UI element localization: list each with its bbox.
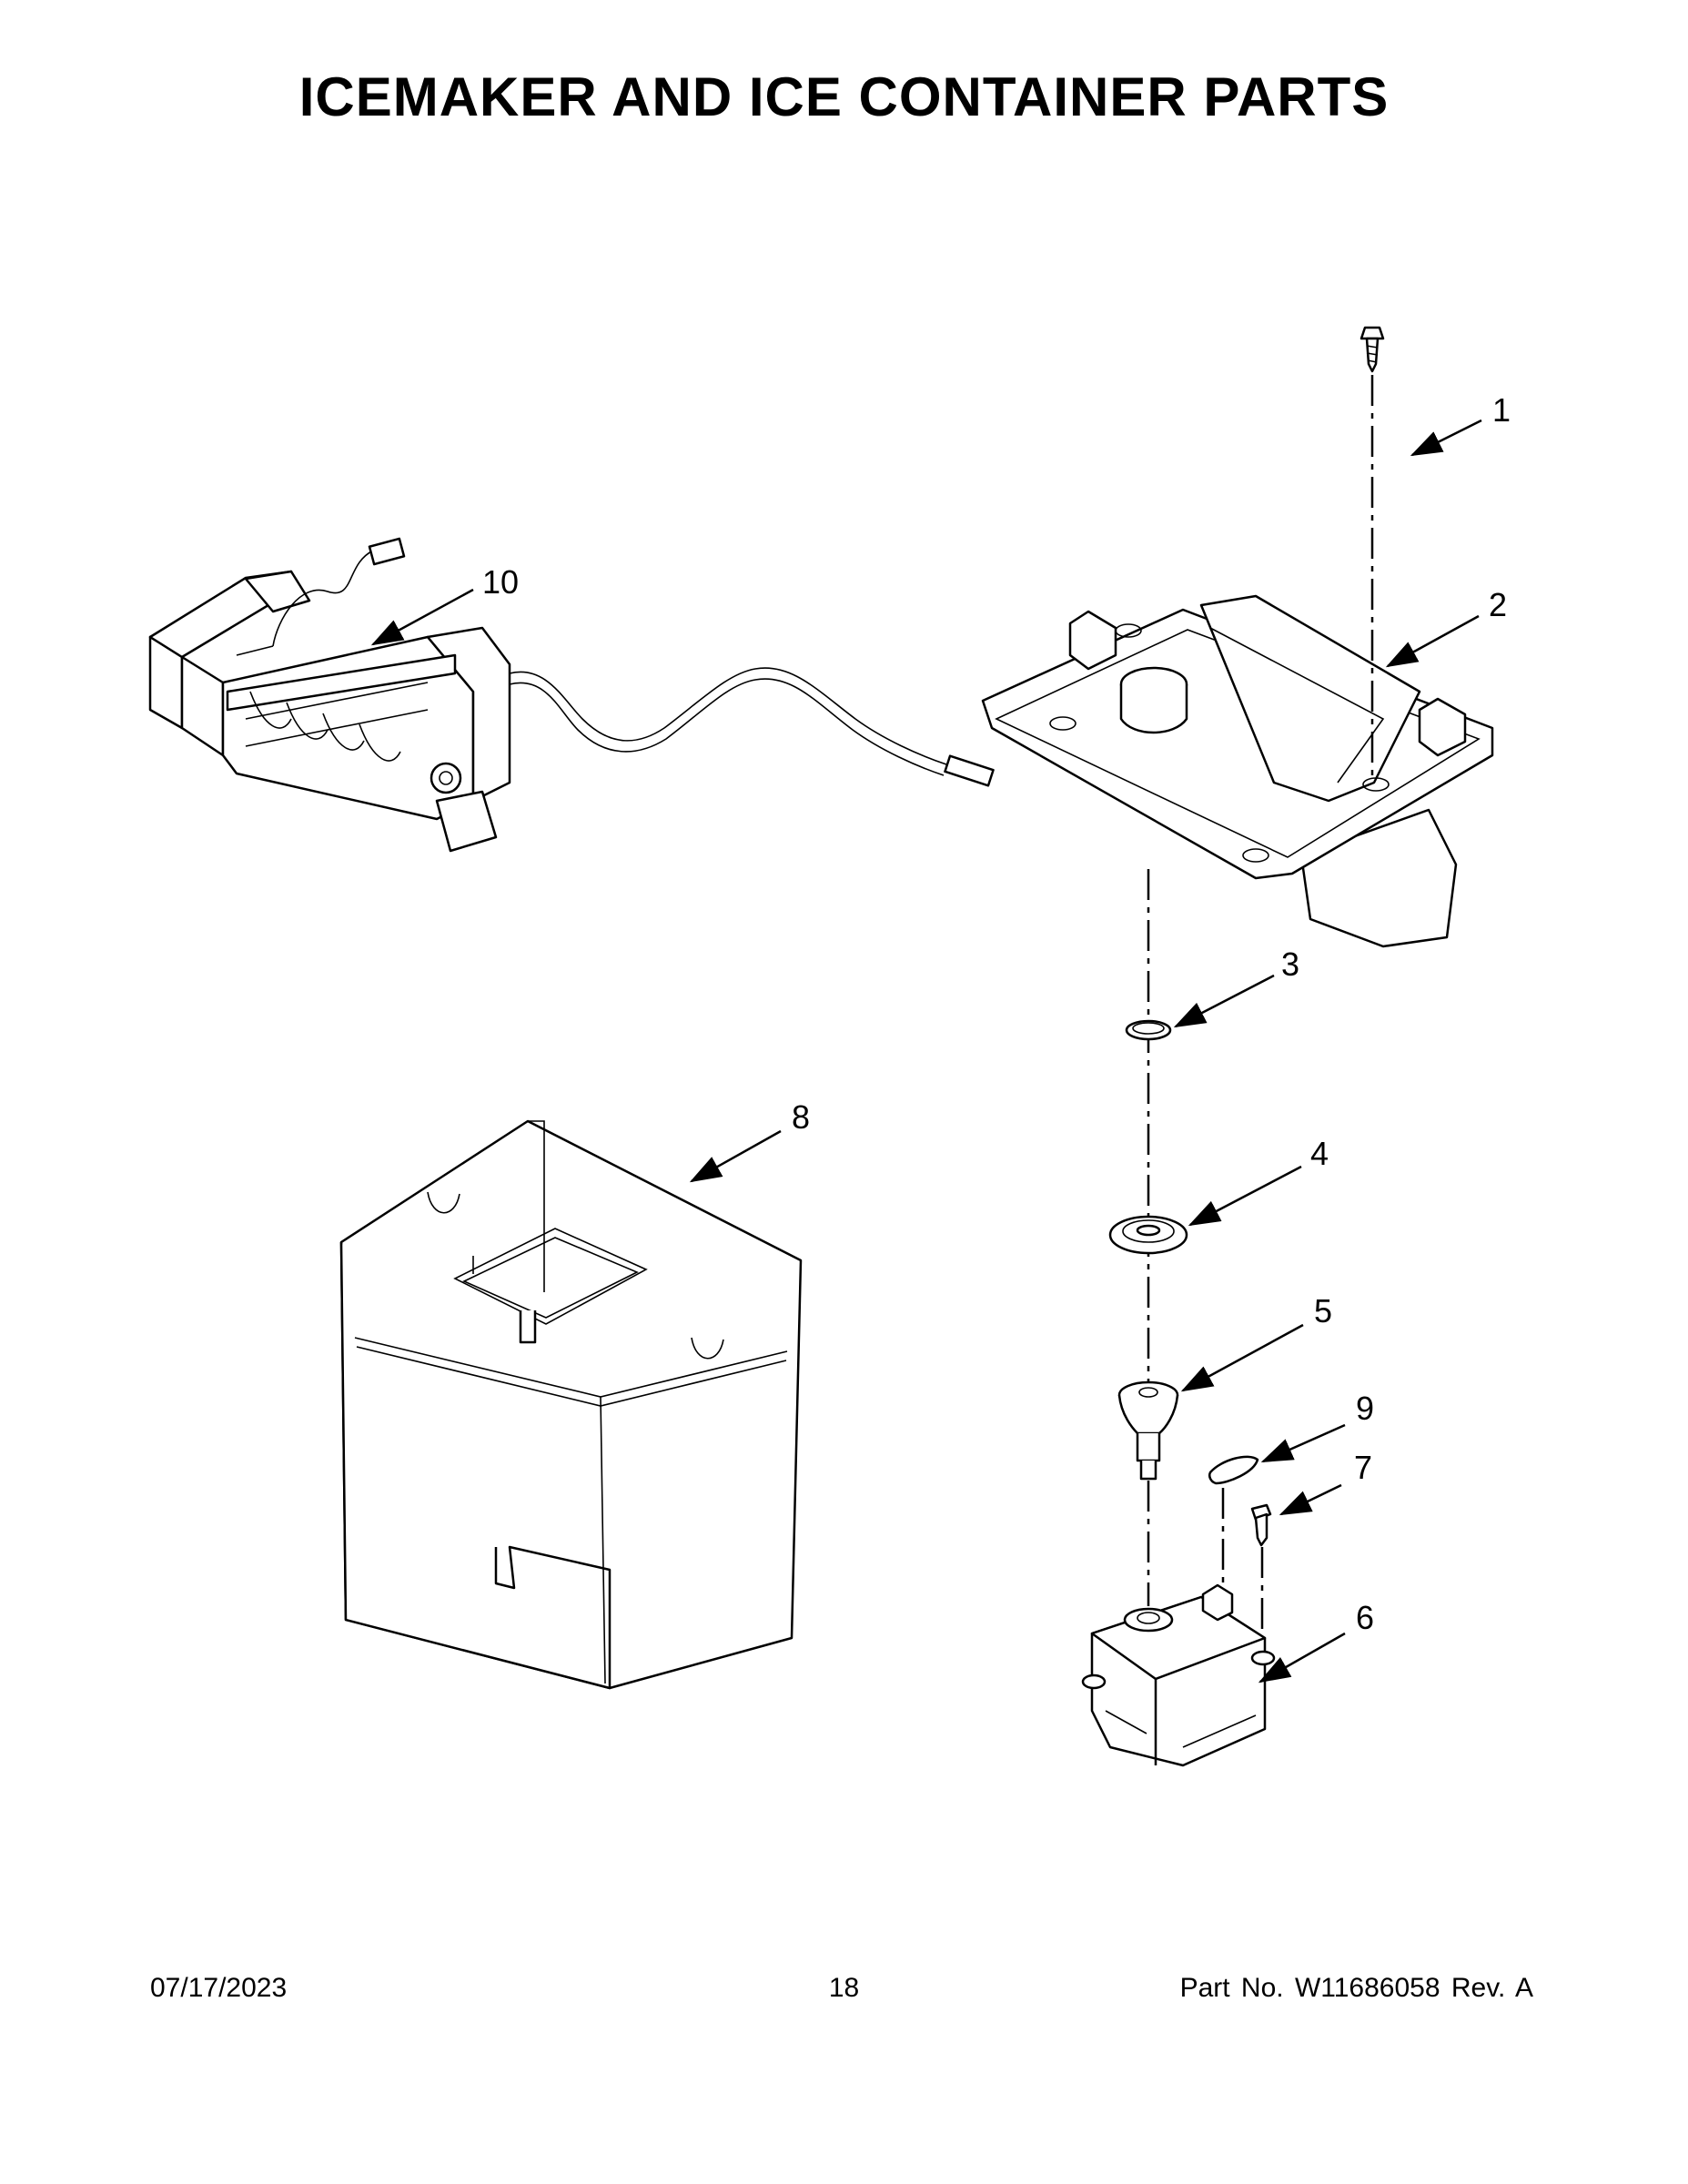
callout-8: 8: [792, 1098, 810, 1136]
callout-4: 4: [1310, 1135, 1329, 1172]
o-ring: [1125, 1019, 1172, 1041]
icemaker-assembly: [148, 537, 995, 853]
callout-1: 1: [1492, 391, 1511, 429]
callout-9: 9: [1356, 1390, 1374, 1427]
coupler: [1117, 1380, 1179, 1481]
dispenser-housing: [981, 594, 1494, 948]
callout-10: 10: [482, 563, 519, 601]
bearing: [1108, 1215, 1188, 1255]
footer-date: 07/17/2023: [150, 1973, 288, 2003]
callout-6: 6: [1356, 1599, 1374, 1636]
screw-part-7: [1250, 1503, 1272, 1547]
footer-part-number: Part No. W11686058 Rev. A: [1179, 1973, 1533, 2003]
callout-3: 3: [1281, 945, 1299, 983]
callout-2: 2: [1489, 586, 1507, 623]
footer-page-number: 18: [828, 1973, 860, 2003]
auger-motor: [1081, 1583, 1276, 1767]
callout-7: 7: [1354, 1449, 1372, 1486]
callout-5: 5: [1314, 1292, 1332, 1330]
screw-part-1: [1359, 326, 1385, 373]
ice-container-bin: [339, 1119, 803, 1690]
page-title: ICEMAKER AND ICE CONTAINER PARTS: [298, 66, 1390, 127]
plug-part-9: [1208, 1455, 1259, 1485]
